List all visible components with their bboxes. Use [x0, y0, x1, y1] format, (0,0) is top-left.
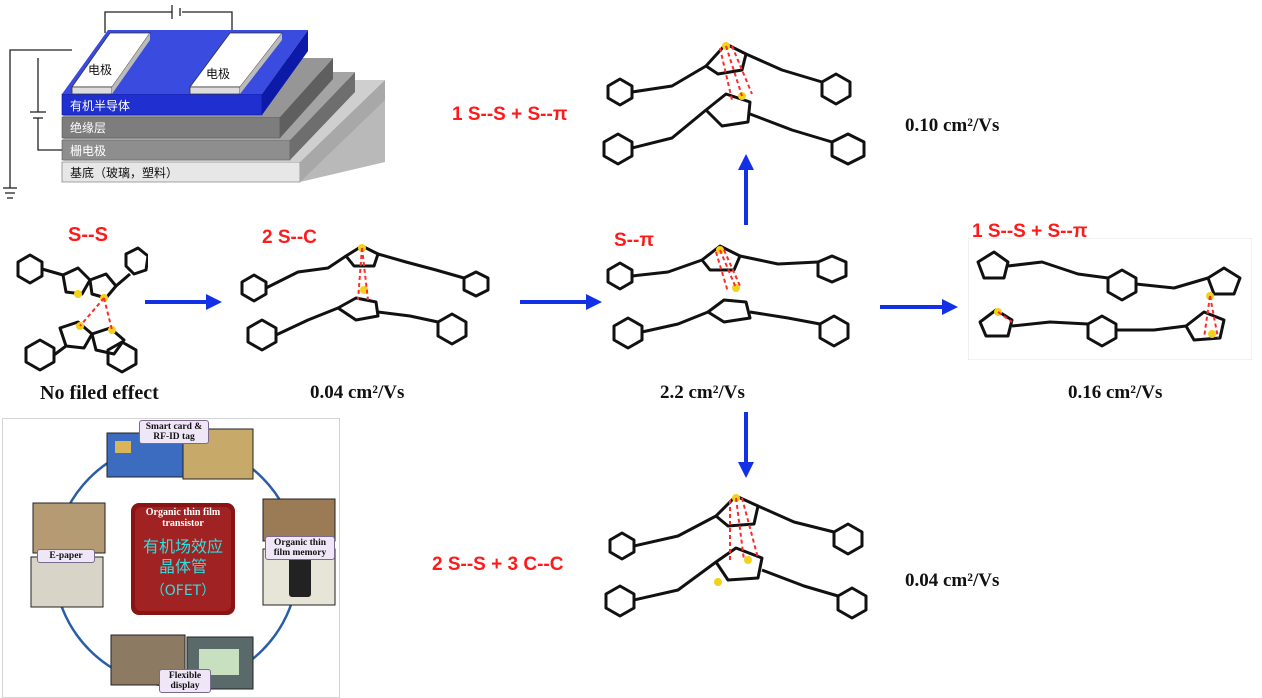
molecule-no-field — [16, 246, 148, 374]
molecule-2sc — [240, 244, 490, 352]
molecule-right — [968, 238, 1252, 360]
insulator-label: 绝缘层 — [70, 120, 106, 135]
smart-card-label: Smart card & RF-ID tag — [139, 420, 209, 444]
ofet-center-chinese: 有机场效应晶体管 — [142, 537, 223, 576]
electrode-right-label: 电极 — [206, 67, 230, 81]
flexible-display-label: Flexible display — [159, 669, 211, 693]
electrode-left-label: 电极 — [88, 63, 112, 77]
mobility-2sc: 0.04 cm²/Vs — [310, 382, 405, 403]
memory-label: Organic thin film memory — [265, 536, 335, 560]
ofet-center-title: Organic thin film transistor — [145, 507, 221, 529]
label-2-s-c: 2 S--C — [262, 227, 317, 248]
memory-chip-photo — [262, 498, 336, 542]
mobility-right: 0.16 cm²/Vs — [1068, 382, 1163, 403]
epaper-photo-1 — [32, 502, 106, 554]
label-s-s: S--S — [68, 224, 108, 246]
label-top-interaction: 1 S--S + S--π — [452, 104, 568, 125]
molecule-top — [602, 42, 866, 166]
epaper-photo-2 — [30, 556, 104, 608]
ofet-device-schematic: 电极 电极 有机半导体 绝缘层 栅电极 基底（玻璃，塑料） — [0, 0, 400, 205]
device-diagram: 电极 电极 有机半导体 绝缘层 栅电极 基底（玻璃，塑料） — [3, 5, 385, 199]
label-s-pi: S--π — [614, 230, 654, 251]
mobility-bottom: 0.04 cm²/Vs — [905, 570, 1000, 591]
gate-label: 栅电极 — [70, 143, 106, 158]
molecule-bottom — [604, 494, 868, 620]
label-bottom-interaction: 2 S--S + 3 C--C — [432, 554, 564, 575]
mobility-top: 0.10 cm²/Vs — [905, 115, 1000, 136]
substrate-label: 基底（玻璃，塑料） — [70, 165, 178, 180]
molecule-spi — [606, 244, 850, 350]
circuit-wires — [3, 5, 233, 199]
no-field-effect-label: No filed effect — [40, 382, 159, 404]
applications-panel: Organic thin film transistor 有机场效应晶体管 （O… — [2, 418, 340, 698]
label-right-interaction: 1 S--S + S--π — [972, 221, 1088, 242]
semiconductor-label: 有机半导体 — [70, 99, 130, 113]
epaper-label: E-paper — [37, 549, 95, 563]
mobility-spi: 2.2 cm²/Vs — [660, 382, 745, 403]
ofet-center-abbr: （OFET） — [150, 583, 216, 599]
